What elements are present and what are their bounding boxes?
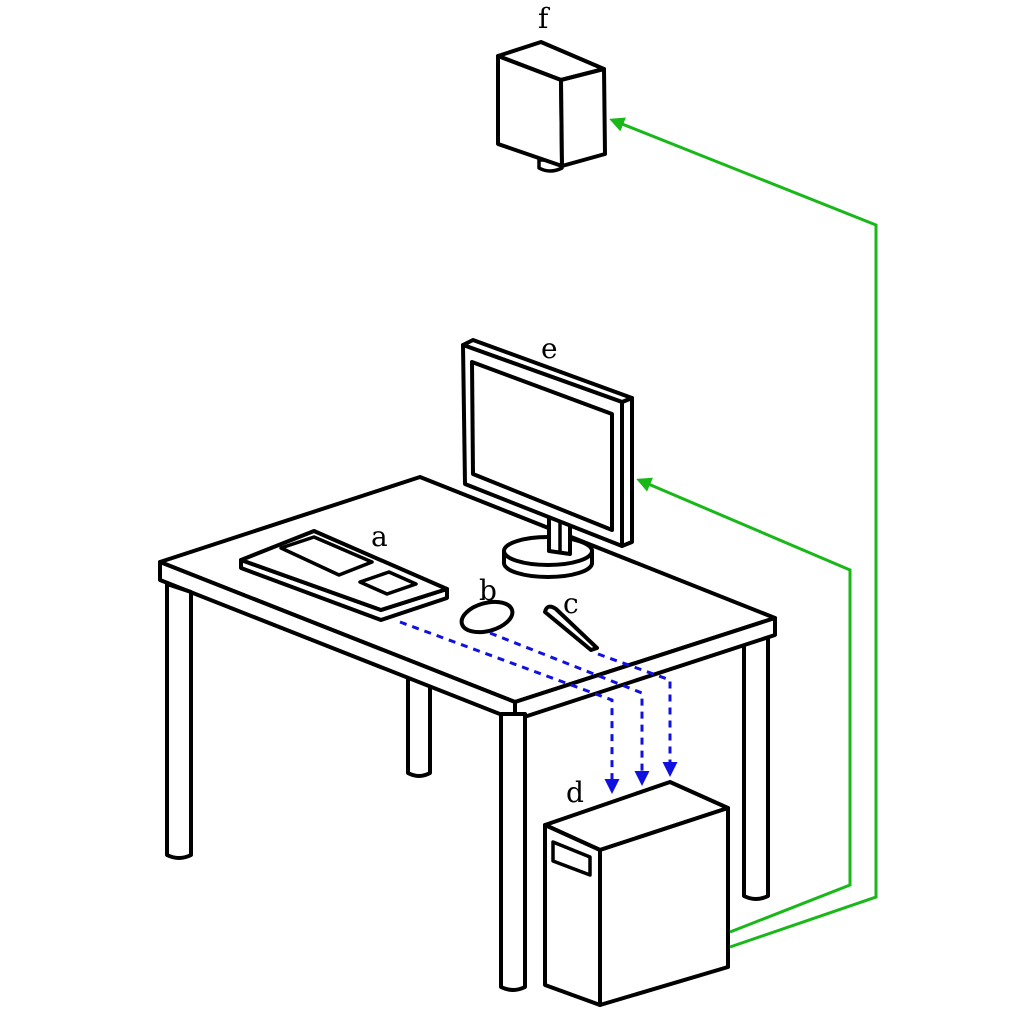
monitor (461, 338, 634, 579)
computer-tower-side (598, 806, 730, 1007)
connection-keyboard-to-computer (399, 620, 620, 794)
computer-tower-drive-bay (551, 840, 592, 877)
monitor-screen (470, 360, 614, 532)
connection-mouse-to-computer (489, 631, 650, 786)
label-projector: f (538, 2, 551, 35)
computer-tower (543, 780, 730, 1007)
projector (496, 40, 607, 173)
label-computer: d (566, 776, 584, 809)
keyboard-numpad-keys (358, 570, 418, 596)
projector-side (559, 67, 607, 168)
keyboard-main-keys (279, 535, 374, 577)
desk-leg-back-right (742, 618, 770, 901)
desk-leg-front-left (165, 582, 193, 860)
label-keyboard: a (371, 520, 388, 553)
label-pen: c (563, 587, 579, 620)
label-mouse: b (479, 574, 497, 607)
desk-leg-front-right (499, 712, 527, 992)
mouse (459, 599, 515, 635)
label-monitor: e (541, 332, 558, 365)
connection-computer-to-monitor (636, 477, 852, 934)
connection-computer-to-projector (609, 117, 878, 949)
output-connections (609, 117, 878, 949)
pen (543, 604, 599, 652)
desk-top (158, 475, 777, 704)
keyboard (239, 529, 449, 622)
input-connections (399, 620, 678, 794)
